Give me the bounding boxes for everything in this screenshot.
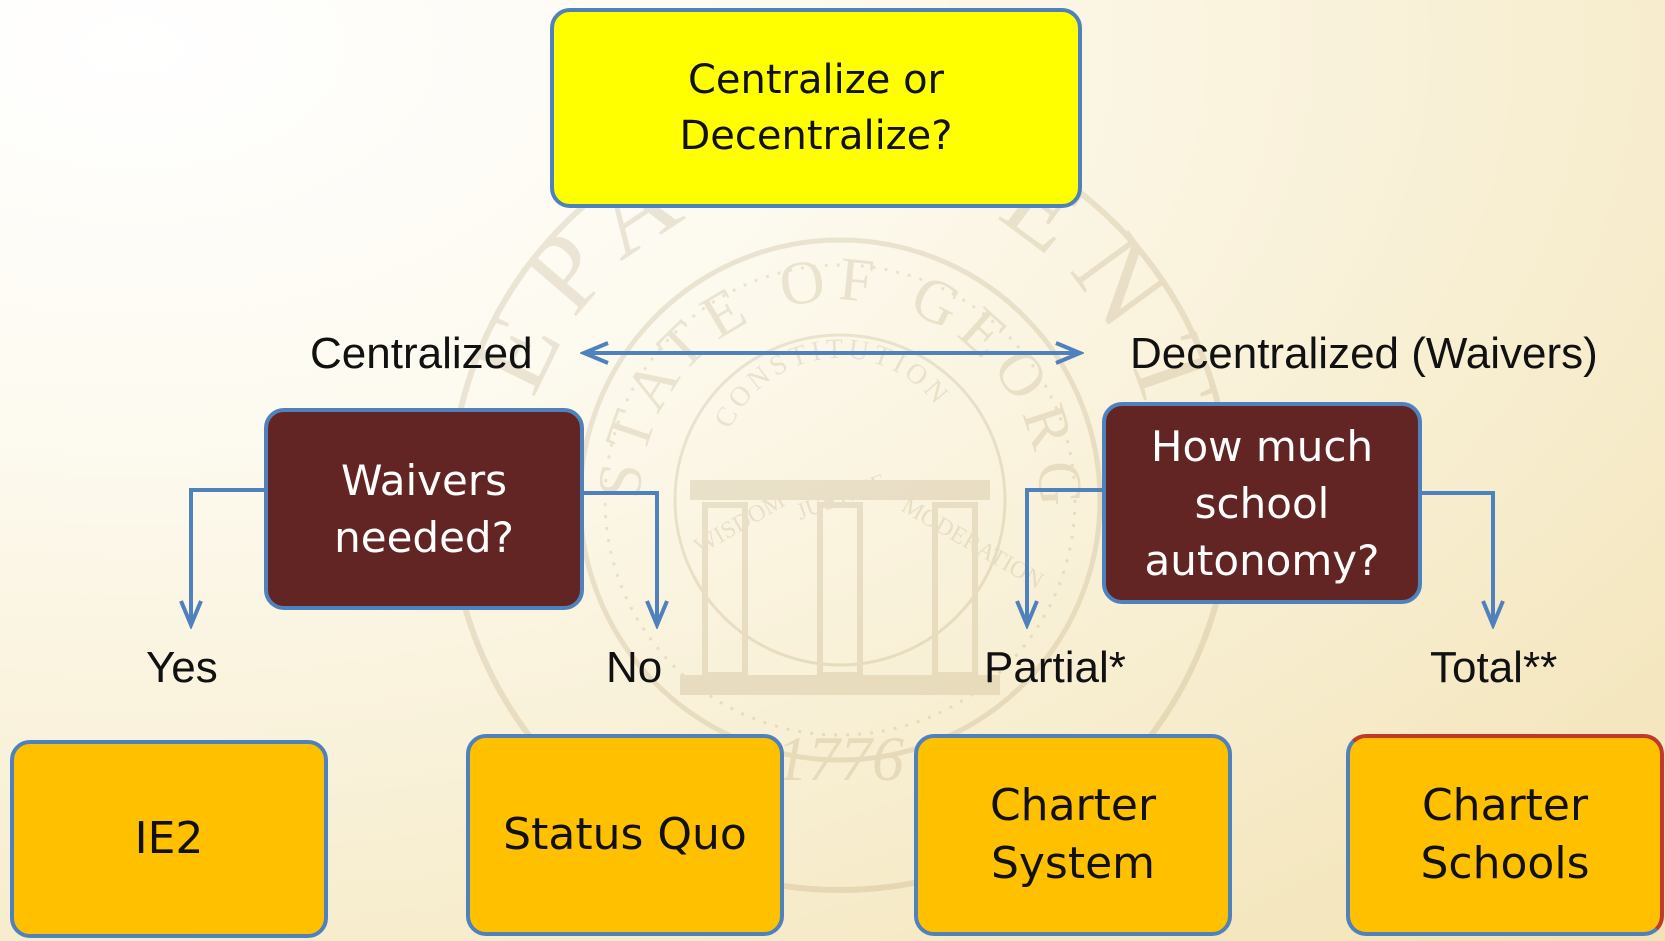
centralized-label: Centralized: [310, 329, 533, 378]
connector-no: [580, 491, 657, 625]
branch-label-total: Total**: [1430, 643, 1558, 692]
outcome-ie2: IE2: [10, 740, 328, 938]
branch-label-yes: Yes: [146, 643, 218, 692]
decentralized-label: Decentralized (Waivers): [1130, 329, 1598, 378]
root-decision-box: Centralize or Decentralize?: [550, 8, 1082, 208]
outcome-charter-schools: Charter Schools: [1346, 734, 1664, 936]
school-autonomy-box: How much school autonomy?: [1102, 402, 1422, 604]
branch-label-no: No: [606, 643, 663, 692]
outcome-status-quo: Status Quo: [466, 734, 784, 936]
connector-partial: [1027, 488, 1106, 625]
connector-total: [1418, 491, 1493, 625]
waivers-needed-box: Waivers needed?: [264, 408, 584, 610]
outcome-charter-system: Charter System: [914, 734, 1232, 936]
connector-yes: [191, 488, 268, 625]
branch-label-partial: Partial*: [984, 643, 1126, 692]
